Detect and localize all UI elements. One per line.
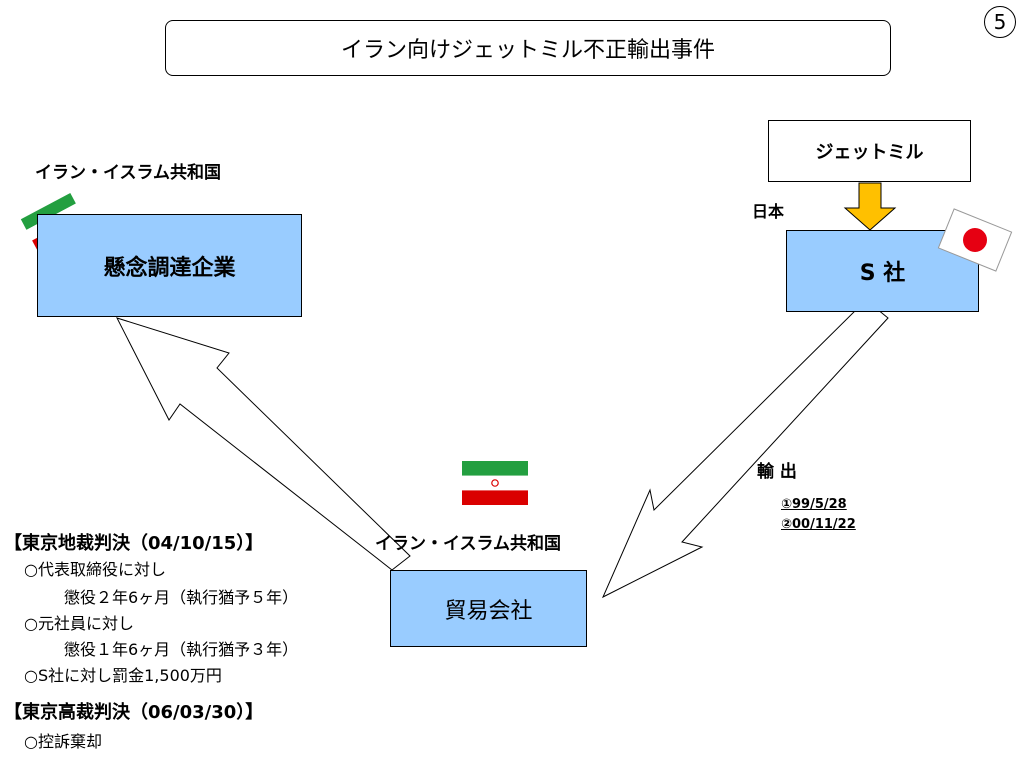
export-label: 輸 出 [757, 462, 797, 482]
jetmill-box: ジェットミル [768, 120, 971, 182]
export-date-1: ①99/5/28 [781, 497, 847, 512]
page-number: 5 [984, 6, 1016, 38]
supply-down-arrow [843, 182, 897, 231]
district-item-3: ○元社員に対し [24, 614, 134, 633]
japan-flag-icon [937, 208, 1013, 272]
district-item-1: ○代表取締役に対し [24, 560, 166, 579]
transfer-arrow [116, 317, 411, 571]
iran-flag-icon-bottom [462, 461, 528, 505]
s-company-label: S 社 [859, 261, 906, 286]
iran-country-label-top: イラン・イスラム共和国 [35, 163, 221, 183]
district-court-heading: 【東京地裁判決（04/10/15）】 [4, 533, 264, 554]
export-date-2: ②00/11/22 [781, 517, 856, 532]
trading-company-box: 貿易会社 [390, 570, 587, 647]
high-court-heading: 【東京高裁判決（06/03/30）】 [4, 702, 264, 723]
trading-company-label: 貿易会社 [444, 598, 533, 624]
high-item-1: ○控訴棄却 [24, 732, 102, 751]
district-item-4: 懲役１年6ヶ月（執行猶予３年） [64, 640, 299, 659]
district-item-2: 懲役２年6ヶ月（執行猶予５年） [64, 588, 299, 607]
concern-company-box: 懸念調達企業 [37, 214, 302, 317]
export-arrow [601, 299, 889, 599]
page-title: イラン向けジェットミル不正輸出事件 [165, 20, 891, 76]
jetmill-label: ジェットミル [815, 142, 924, 163]
japan-label: 日本 [752, 202, 785, 221]
concern-company-label: 懸念調達企業 [103, 255, 236, 281]
iran-country-label-bottom: イラン・イスラム共和国 [375, 534, 561, 554]
district-item-5: ○S社に対し罰金1,500万円 [24, 666, 222, 685]
